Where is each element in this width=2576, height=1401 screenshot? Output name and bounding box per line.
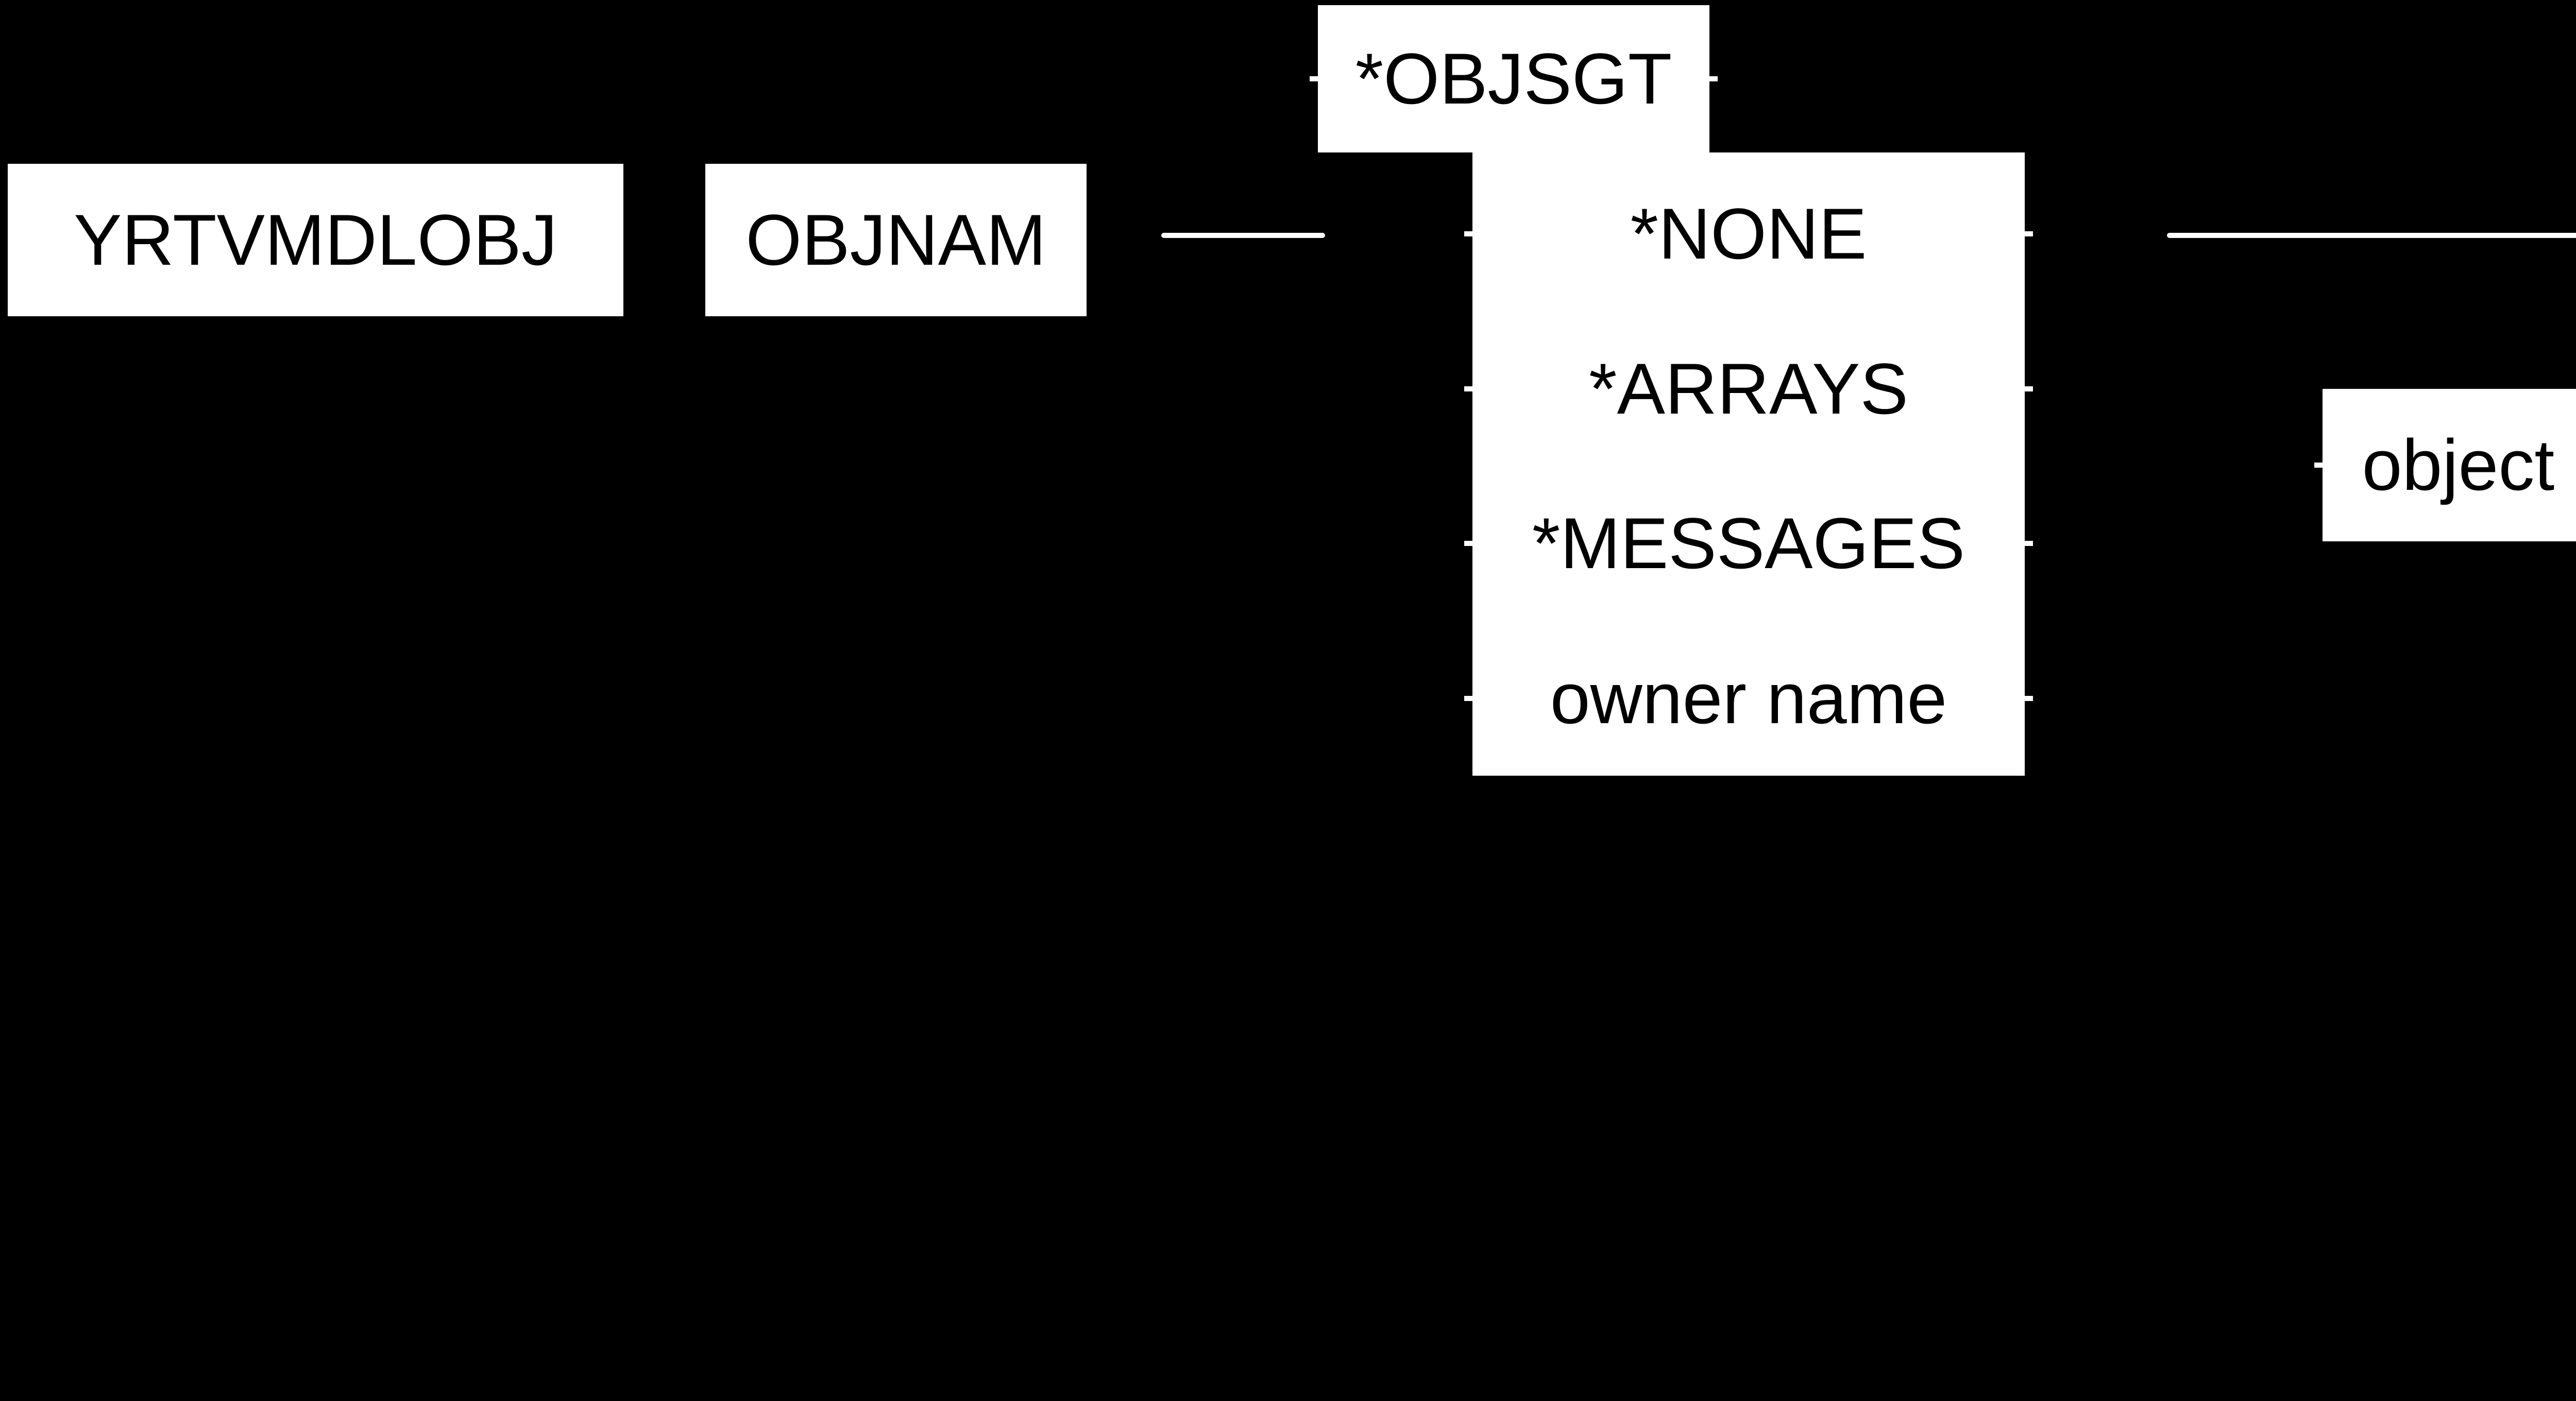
command-box: YRTVMDLOBJ: [8, 164, 623, 316]
parameter-box: OBJNAM: [705, 164, 1087, 316]
value-label: *MESSAGES: [1532, 503, 1965, 584]
value-item: *MESSAGES: [1472, 466, 2025, 621]
objsgt-label: *OBJSGT: [1355, 38, 1672, 119]
objsgt-values-box: *NONE *ARRAYS *MESSAGES owner name: [1472, 152, 2025, 776]
object-name-label: object name: [2362, 424, 2576, 505]
connector-line-main: [2167, 233, 2576, 238]
objsgt-default-box: *OBJSGT: [1318, 5, 1709, 152]
connector-dash-left: [1161, 233, 1325, 238]
objsgt-row: *OBJSGT: [1318, 37, 1709, 121]
object-name-box: object name: [2323, 389, 2576, 541]
value-item: *ARRAYS: [1472, 312, 2025, 467]
parameter-label: OBJNAM: [745, 199, 1046, 280]
value-label: owner name: [1550, 657, 1947, 739]
command-label: YRTVMDLOBJ: [74, 199, 557, 280]
value-item: owner name: [1472, 621, 2025, 776]
object-name-row: object name: [2323, 423, 2576, 507]
value-label: *NONE: [1630, 193, 1867, 275]
value-item: *NONE: [1472, 157, 2025, 312]
value-label: *ARRAYS: [1589, 348, 1908, 429]
